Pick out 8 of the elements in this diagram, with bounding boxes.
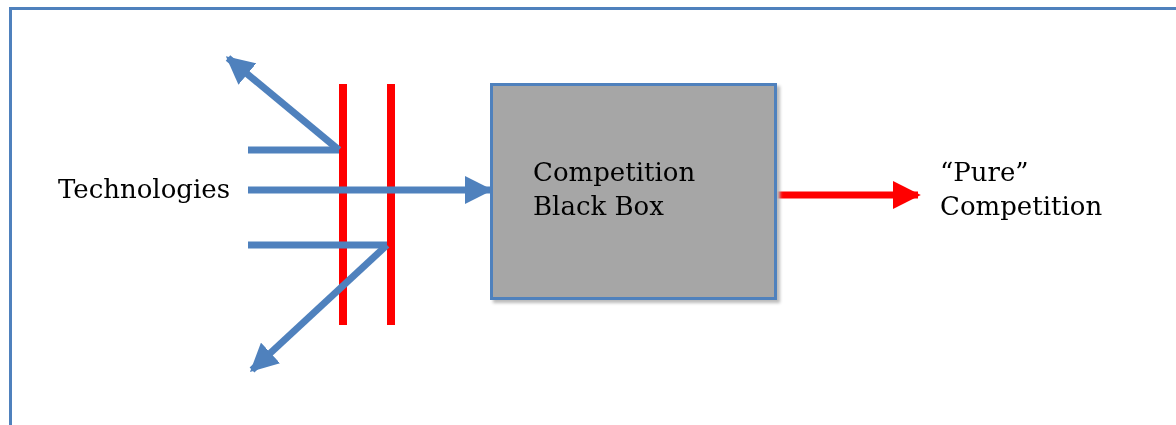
node-label: “Pure” Competition [939,156,1104,223]
arrow [225,55,342,153]
arrow [777,181,921,209]
arrow [249,242,390,373]
barrier-bar [339,84,347,325]
process-box: Competition Black Box [490,83,777,300]
barrier-bar [387,84,395,325]
node-label: Technologies [57,173,231,207]
